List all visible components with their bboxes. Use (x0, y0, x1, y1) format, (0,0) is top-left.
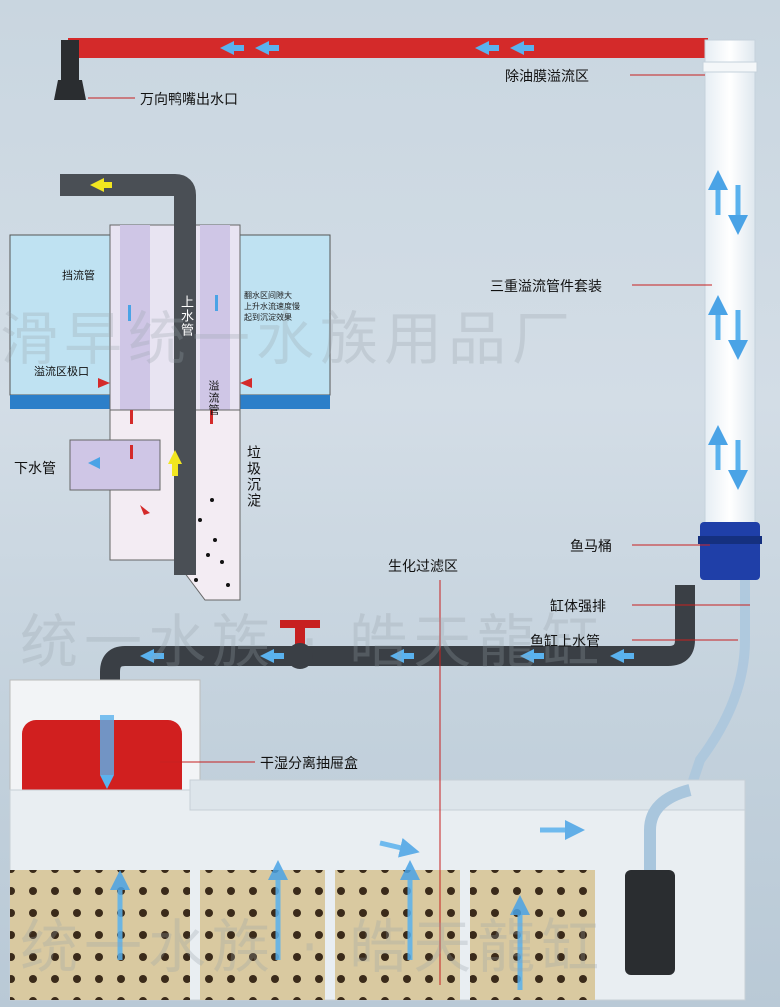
label-drain-pipe: 下水管 (14, 461, 56, 477)
watermark-top: 滑早统一水族用品厂 (0, 305, 577, 373)
label-bio-filter-zone: 生化过滤区 (388, 559, 458, 575)
watermark-middle: 统一水族 · 皓天龍缸 (20, 608, 606, 676)
overflow-column (685, 39, 762, 792)
outlet-pipe (54, 38, 708, 100)
return-pipe (100, 585, 695, 720)
watermark-bottom: 统一水族 · 皓天龍缸 (20, 913, 606, 981)
label-tank-drain: 缸体强排 (550, 599, 606, 615)
label-duck-outlet: 万向鸭嘴出水口 (140, 92, 238, 108)
label-baffle-pipe: 挡流管 (62, 269, 95, 282)
label-tank-inlet-pipe: 鱼缸上水管 (530, 634, 600, 650)
label-overflow-pipe: 溢流管 (207, 380, 220, 416)
sump-tank (9, 779, 746, 1001)
inset-section (9, 174, 331, 601)
note-line-3: 起到沉淀效果 (244, 313, 292, 322)
label-debris-settle: 垃圾沉淀 (245, 445, 261, 509)
label-oil-skimmer-zone: 除油膜溢流区 (505, 69, 589, 85)
label-fish-toilet: 鱼马桶 (570, 539, 612, 555)
label-riser-pipe: 上水管 (178, 295, 193, 337)
note-line-2: 上升水流速度慢 (244, 302, 300, 311)
inset-note: 翻水区间隙大 上升水流速度慢 起到沉淀效果 (244, 290, 300, 323)
label-wet-dry-drawer: 干湿分离抽屉盒 (260, 756, 358, 772)
note-line-1: 翻水区间隙大 (244, 291, 292, 300)
label-overflow-bottom: 溢流区极口 (34, 365, 89, 378)
leader-lines (88, 74, 750, 985)
label-triple-overflow-kit: 三重溢流管件套装 (490, 279, 602, 295)
